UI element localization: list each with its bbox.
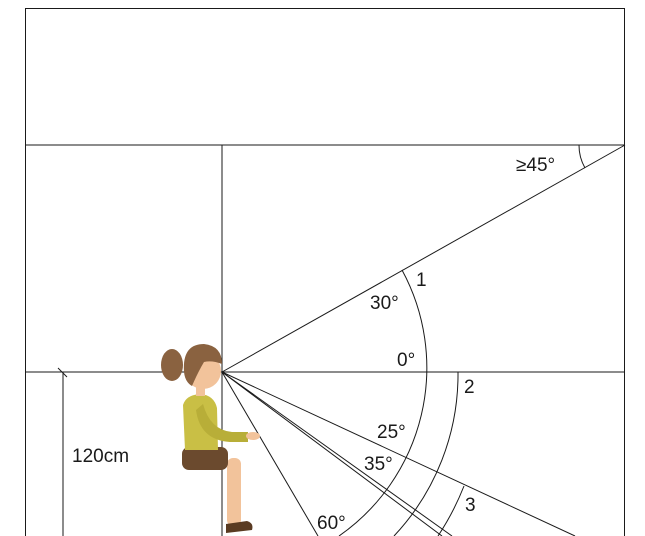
- angle-label-60: 60°: [317, 513, 346, 534]
- angle-label-35: 35°: [364, 454, 393, 475]
- girl-lower-leg: [227, 458, 241, 526]
- zone-label-3: 3: [465, 495, 476, 516]
- girl-shorts: [182, 447, 228, 470]
- arc-zone-3: [437, 485, 465, 536]
- girl-hair: [183, 344, 222, 386]
- arc-top-angle: [578, 144, 586, 169]
- diagram-frame: [25, 8, 625, 536]
- girl-hand: [246, 432, 260, 440]
- sight-line-60: [221, 371, 319, 536]
- sight-line-25: [221, 371, 576, 536]
- angle-label-0: 0°: [397, 350, 415, 371]
- angle-label-30: 30°: [370, 293, 399, 314]
- sight-line-40: [221, 371, 443, 536]
- seated-girl-figure: [161, 344, 260, 533]
- sight-line-35: [221, 371, 453, 536]
- arc-zone-1: [338, 269, 428, 536]
- sight-line-45: [221, 144, 626, 373]
- angle-label-25: 25°: [377, 422, 406, 443]
- girl-ponytail: [161, 349, 183, 381]
- angle-label-45: ≥45°: [516, 155, 555, 176]
- zone-label-1: 1: [416, 270, 427, 291]
- arc-zone-2: [393, 371, 459, 536]
- height-dimension-tick: [57, 367, 68, 378]
- girl-shoe: [226, 521, 253, 533]
- girl-neck: [196, 384, 205, 396]
- height-label: 120cm: [72, 446, 129, 467]
- zone-label-2: 2: [464, 377, 475, 398]
- girl-arm: [196, 404, 248, 442]
